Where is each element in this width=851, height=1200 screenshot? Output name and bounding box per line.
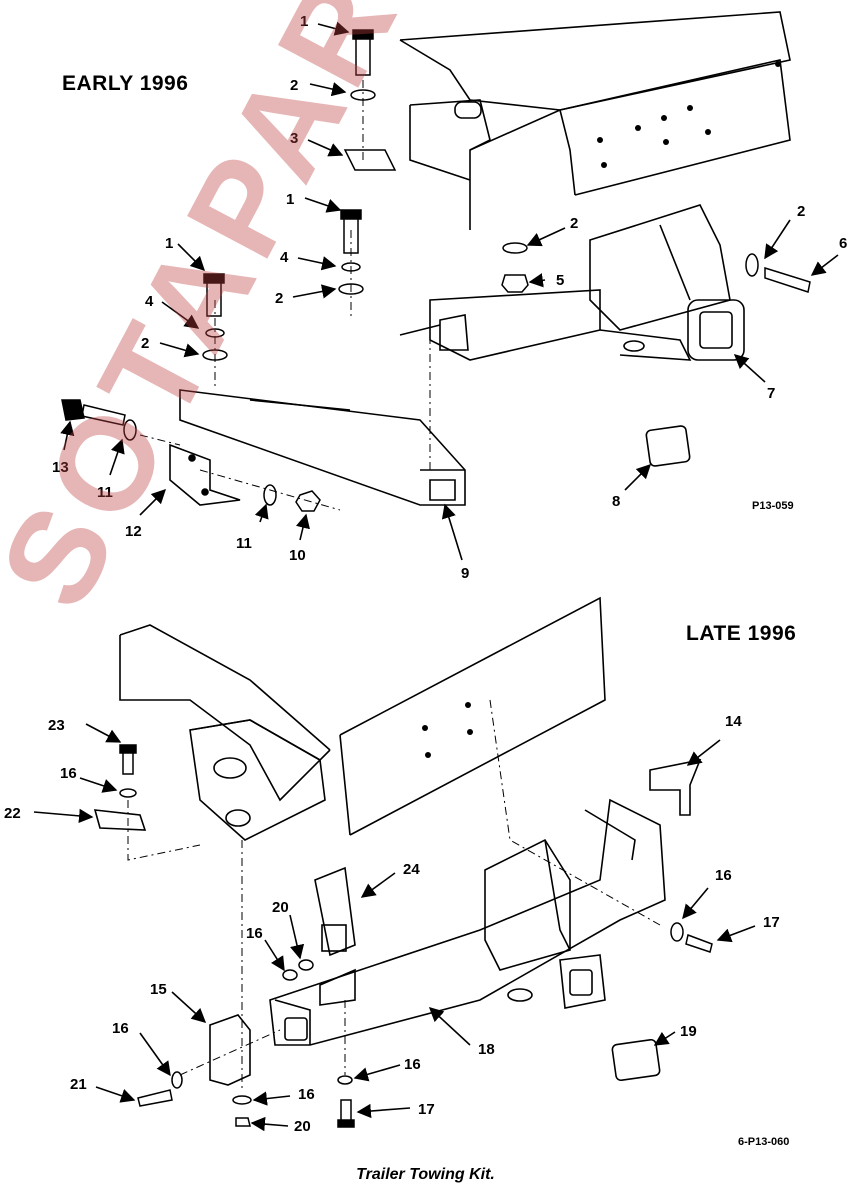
callout-numbers-early: 1 2 3 1 4 2 5 2 6 7 1 4 2 13 11 12 11 10…	[52, 13, 847, 582]
callout-late-3: 16	[60, 765, 77, 782]
figure-caption: Trailer Towing Kit.	[356, 1166, 495, 1183]
callout-early-9: 6	[839, 235, 847, 252]
heading-early-1996: EARLY 1996	[62, 72, 189, 95]
callout-early-4: 1	[286, 191, 294, 208]
callout-early-2: 2	[290, 77, 298, 94]
callout-late-13: 19	[680, 1023, 697, 1040]
callout-late-16: 16	[298, 1086, 315, 1103]
callout-late-10: 15	[150, 981, 167, 998]
callout-late-12: 16	[112, 1020, 129, 1037]
callout-early-18: 10	[289, 547, 306, 564]
callout-late-7: 17	[763, 914, 780, 931]
early-hitch-assembly	[399, 204, 745, 361]
late-frame-rail	[119, 596, 606, 841]
callout-early-11: 1	[165, 235, 173, 252]
late-frame-holes	[422, 702, 473, 758]
early-centerlines	[139, 80, 431, 511]
early-frame-rail	[399, 11, 791, 230]
early-hardware	[61, 29, 811, 512]
frame-holes	[597, 61, 781, 168]
callout-early-3: 3	[290, 130, 298, 147]
late-centerlines	[127, 699, 661, 1090]
callout-early-10: 7	[767, 385, 775, 402]
callout-late-11: 18	[478, 1041, 495, 1058]
callout-early-15: 11	[97, 484, 113, 501]
callout-late-15: 16	[404, 1056, 421, 1073]
late-hitch-assembly	[269, 798, 666, 1046]
heading-late-1996: LATE 1996	[686, 622, 797, 645]
early-crossmember	[179, 389, 466, 506]
callout-early-8: 2	[570, 215, 578, 232]
callout-late-6: 16	[715, 867, 732, 884]
callout-late-1: 14	[725, 713, 742, 730]
callout-late-14: 21	[70, 1076, 87, 1093]
callout-early-12: 4	[145, 293, 154, 310]
callout-early-21: 5	[556, 272, 564, 289]
callout-late-8: 20	[272, 899, 289, 916]
callout-early-5: 4	[280, 249, 289, 266]
callout-early-6: 2	[275, 290, 283, 307]
reference-code-late: 6-P13-060	[738, 1136, 790, 1148]
late-hardware	[119, 744, 713, 1128]
callout-early-1: 1	[300, 13, 308, 30]
early-leader-arrows	[60, 21, 839, 561]
reference-code-early: P13-059	[752, 500, 794, 512]
callout-late-17: 17	[418, 1101, 435, 1118]
callout-early-19: 9	[461, 565, 469, 582]
pad-8	[645, 425, 691, 467]
callout-early-13: 2	[141, 335, 149, 352]
callout-late-9: 16	[246, 925, 263, 942]
callout-early-17: 11	[236, 535, 252, 552]
callout-early-14: 13	[52, 459, 69, 476]
callout-early-16: 12	[125, 523, 142, 540]
callout-early-20: 8	[612, 493, 620, 510]
callout-late-18: 20	[294, 1118, 311, 1135]
callout-late-4: 22	[4, 805, 21, 822]
early-bracket-12	[169, 443, 241, 506]
callout-early-22: 2	[797, 203, 805, 220]
callout-late-5: 24	[403, 861, 420, 878]
late-leader-arrows	[33, 723, 756, 1132]
callout-late-2: 23	[48, 717, 65, 734]
callout-numbers-late: 14 23 16 22 24 16 17 20 16 15 18 16 19 2…	[4, 713, 780, 1135]
